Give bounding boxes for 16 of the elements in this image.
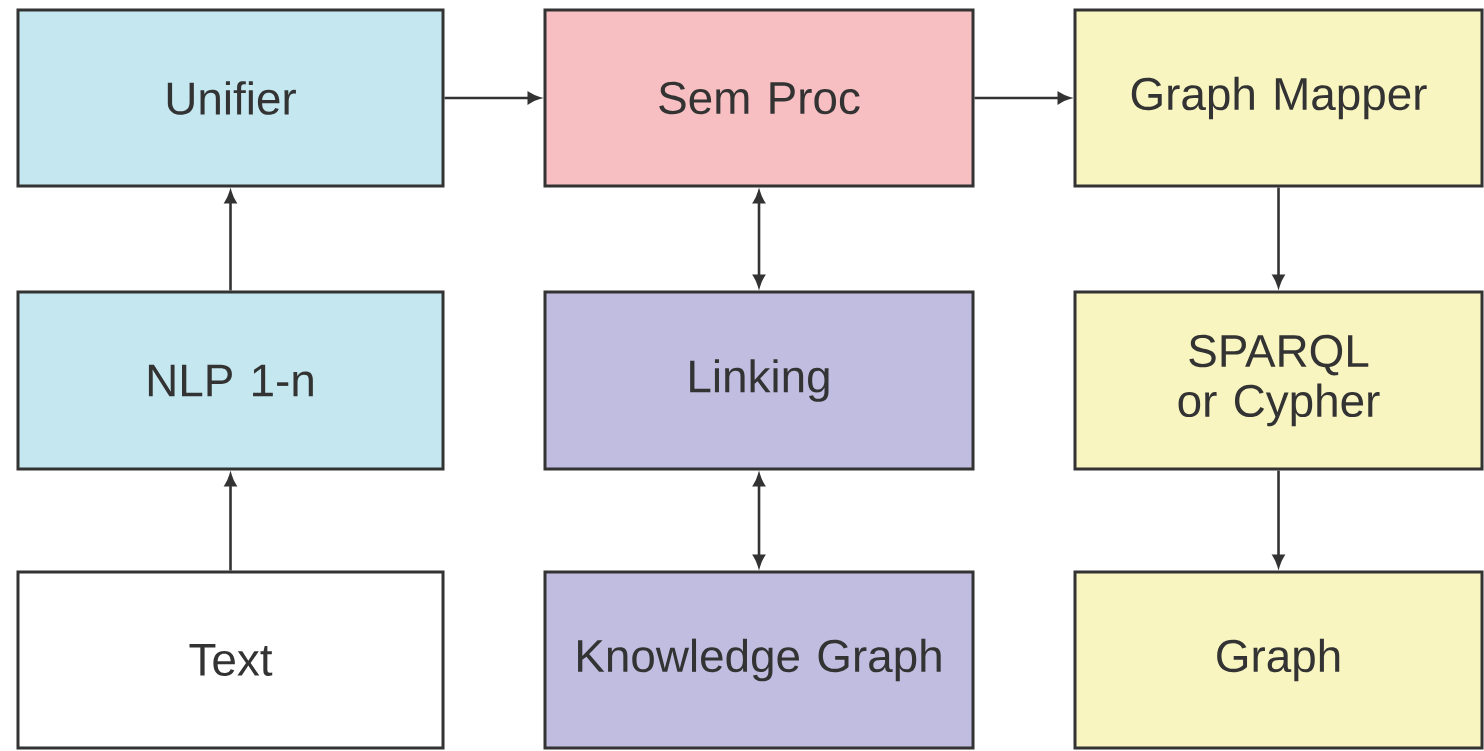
arrow: [753, 190, 765, 288]
process-box: Linking: [543, 290, 975, 471]
process-box: Text: [16, 570, 445, 750]
process-box: Unifier: [16, 8, 445, 188]
arrow: [444, 92, 541, 104]
process-box: Sem Proc: [543, 8, 975, 188]
arrow: [224, 473, 237, 571]
arrow: [974, 92, 1071, 104]
process-box: Graph Mapper: [1073, 8, 1484, 188]
process-box: NLP 1-n: [16, 290, 445, 471]
process-box: SPARQL or Cypher: [1073, 290, 1484, 471]
process-box: Graph: [1073, 570, 1484, 750]
arrow: [753, 473, 765, 568]
arrow: [1272, 187, 1285, 288]
arrow: [1272, 470, 1285, 568]
process-box: Knowledge Graph: [543, 570, 975, 750]
